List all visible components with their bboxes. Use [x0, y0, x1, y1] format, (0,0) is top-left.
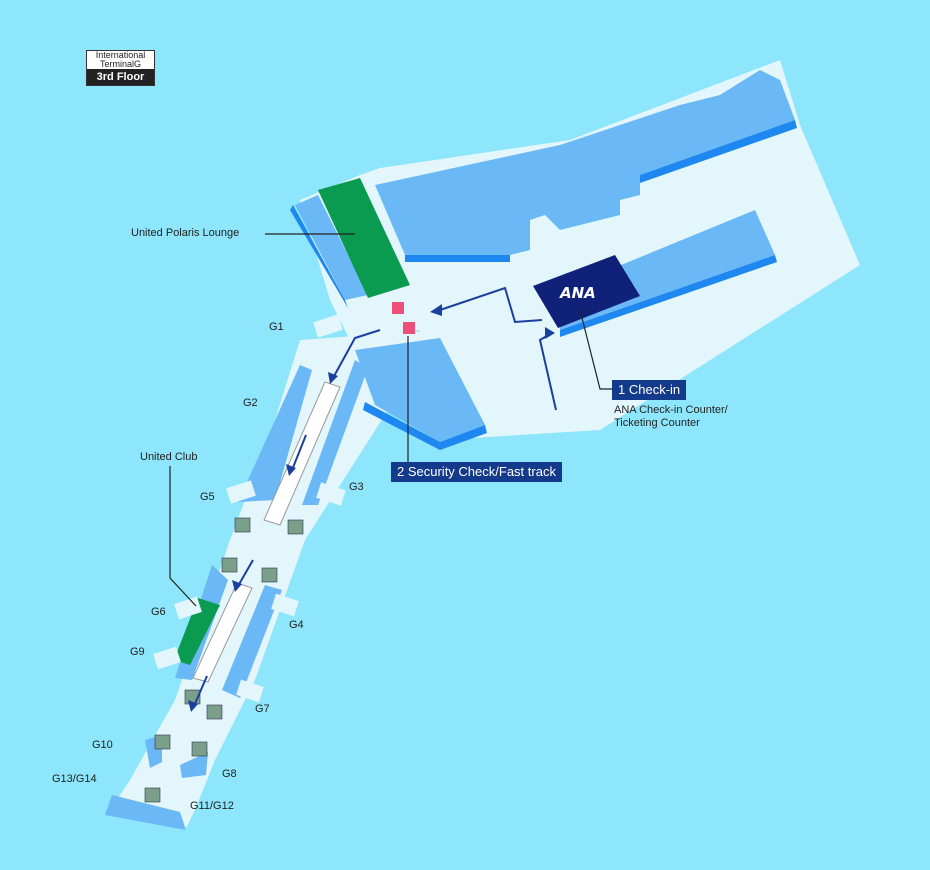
gate-label-g9: G9 [130, 646, 145, 658]
floor-label: 3rd Floor [87, 69, 154, 85]
terminal-label: International TerminalG [95, 50, 146, 69]
ana-logo: ANA [560, 284, 596, 302]
gate-label-g10: G10 [92, 739, 113, 751]
walkway-lower [192, 582, 253, 683]
arrow-head [188, 700, 198, 712]
arrow-head [286, 464, 296, 476]
arrow-heads [188, 304, 555, 712]
stair-icon [191, 741, 208, 757]
gate-bridge-g1 [313, 314, 343, 338]
polaris-lounge-fill [318, 178, 410, 298]
stair-icon [287, 519, 304, 535]
checkin-wing [533, 210, 777, 337]
stair-icon [206, 704, 223, 720]
central-building-block [355, 338, 485, 442]
polaris-lounge-block [290, 178, 410, 308]
united-club-area [174, 598, 220, 665]
stair-icon [144, 787, 161, 803]
checkin-sub-2: Ticketing Counter [614, 417, 700, 429]
upper-building-edge-right [640, 120, 797, 183]
gate-label-g13-g14: G13/G14 [52, 773, 97, 785]
route-hall-down [332, 329, 381, 379]
united-club-label: United Club [140, 451, 198, 463]
polaris-wall-left [295, 195, 368, 300]
gate-label-g1: G1 [269, 321, 284, 333]
gate-label-g7: G7 [255, 703, 270, 715]
gate-bridges [153, 314, 346, 703]
block-g3 [302, 360, 368, 505]
checkin-callout: 1 Check-in [612, 380, 687, 400]
polaris-lounge-edge [290, 205, 348, 308]
stair-icons [144, 517, 304, 803]
central-building-edge [363, 402, 487, 450]
arrow-head [430, 304, 442, 316]
floor-badge: International TerminalG 3rd Floor [86, 50, 155, 86]
block-g4 [222, 585, 282, 698]
block-g8 [180, 752, 208, 778]
stair-icon [234, 517, 251, 533]
gate-label-g4: G4 [289, 619, 304, 631]
route-walkway-2 [237, 559, 254, 587]
gate-label-g6: G6 [151, 606, 166, 618]
gate-bridge-g4 [271, 593, 299, 617]
block-g13 [105, 795, 186, 830]
stair-icon [154, 734, 171, 750]
checkin-wing-edge [560, 255, 777, 337]
arrow-head [545, 327, 555, 339]
security-checkpoints [392, 302, 415, 334]
gate-label-g3: G3 [349, 481, 364, 493]
leader-united-club [169, 466, 197, 607]
upper-building-block [375, 70, 795, 255]
route-walkway-3 [193, 675, 208, 707]
route-walkway-1 [291, 434, 307, 471]
gate-label-g5: G5 [200, 491, 215, 503]
central-building [355, 338, 487, 450]
upper-building [375, 70, 797, 262]
gate-label-g2: G2 [243, 397, 258, 409]
stair-icon [221, 557, 238, 573]
checkin-sub-1: ANA Check-in Counter/ [614, 404, 728, 416]
route-arrows [193, 286, 557, 707]
gate-bridge-g3 [316, 482, 346, 506]
upper-building-edge [405, 255, 510, 262]
walkway-upper [263, 381, 341, 526]
gate-label-g8: G8 [222, 768, 237, 780]
arrow-head [232, 580, 242, 592]
gate-bridge-g6 [174, 596, 202, 620]
leader-lines [169, 233, 612, 607]
route-to-security [439, 286, 543, 324]
gate-bridge-g7 [236, 679, 264, 703]
security-booth [403, 322, 415, 334]
polaris-lounge-label: United Polaris Lounge [131, 227, 240, 239]
leader-checkin [579, 309, 612, 390]
gate-label-g11-g12: G11/G12 [190, 800, 234, 812]
gate-bridge-g5 [226, 480, 256, 504]
gate-bridge-g9 [153, 646, 181, 670]
security-callout: 2 Security Check/Fast track [391, 462, 562, 482]
arrow-head [328, 372, 338, 384]
moving-walkways [192, 381, 341, 683]
stair-icon [261, 567, 278, 583]
block-g2 [238, 365, 312, 502]
ana-counter-area [533, 255, 640, 328]
security-booth [392, 302, 404, 314]
